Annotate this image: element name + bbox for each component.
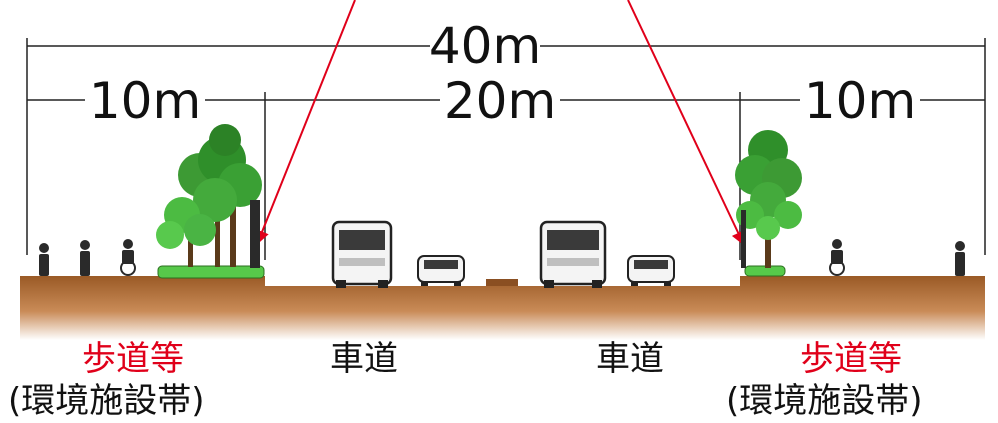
roadway-width-label: 20m (444, 72, 556, 130)
right-sidewalk-label: 歩道等 (800, 339, 902, 379)
pedestrian-icon (955, 241, 965, 276)
left-sidewalk-sublabel: (環境施設帯) (8, 381, 205, 421)
left-sidewalk-label: 歩道等 (82, 339, 184, 379)
bus-icon (539, 220, 607, 288)
left-planting-strip (157, 265, 265, 279)
bus-icon (331, 220, 393, 288)
pedestrian-icon (39, 243, 49, 276)
left-sidewalk-width-label: 10m (89, 72, 201, 130)
ground (20, 276, 985, 340)
car-icon (627, 255, 675, 286)
right-arrow-icon (627, 0, 745, 246)
left-arrow-icon (255, 0, 356, 245)
right-sidewalk-width-label: 10m (804, 72, 916, 130)
left-trees-icon (156, 124, 262, 267)
right-tree-icon (735, 130, 802, 268)
total-width-label: 40m (429, 17, 541, 75)
pedestrian-icon (80, 240, 90, 276)
right-roadway-label: 車道 (596, 339, 664, 379)
right-noise-barrier-icon (741, 210, 746, 268)
left-noise-barrier-icon (250, 200, 260, 268)
car-icon (417, 255, 465, 286)
cyclist-icon (120, 239, 136, 276)
right-sidewalk-sublabel: (環境施設帯) (726, 381, 923, 421)
cyclist-icon (829, 239, 845, 276)
left-roadway-label: 車道 (330, 339, 398, 379)
